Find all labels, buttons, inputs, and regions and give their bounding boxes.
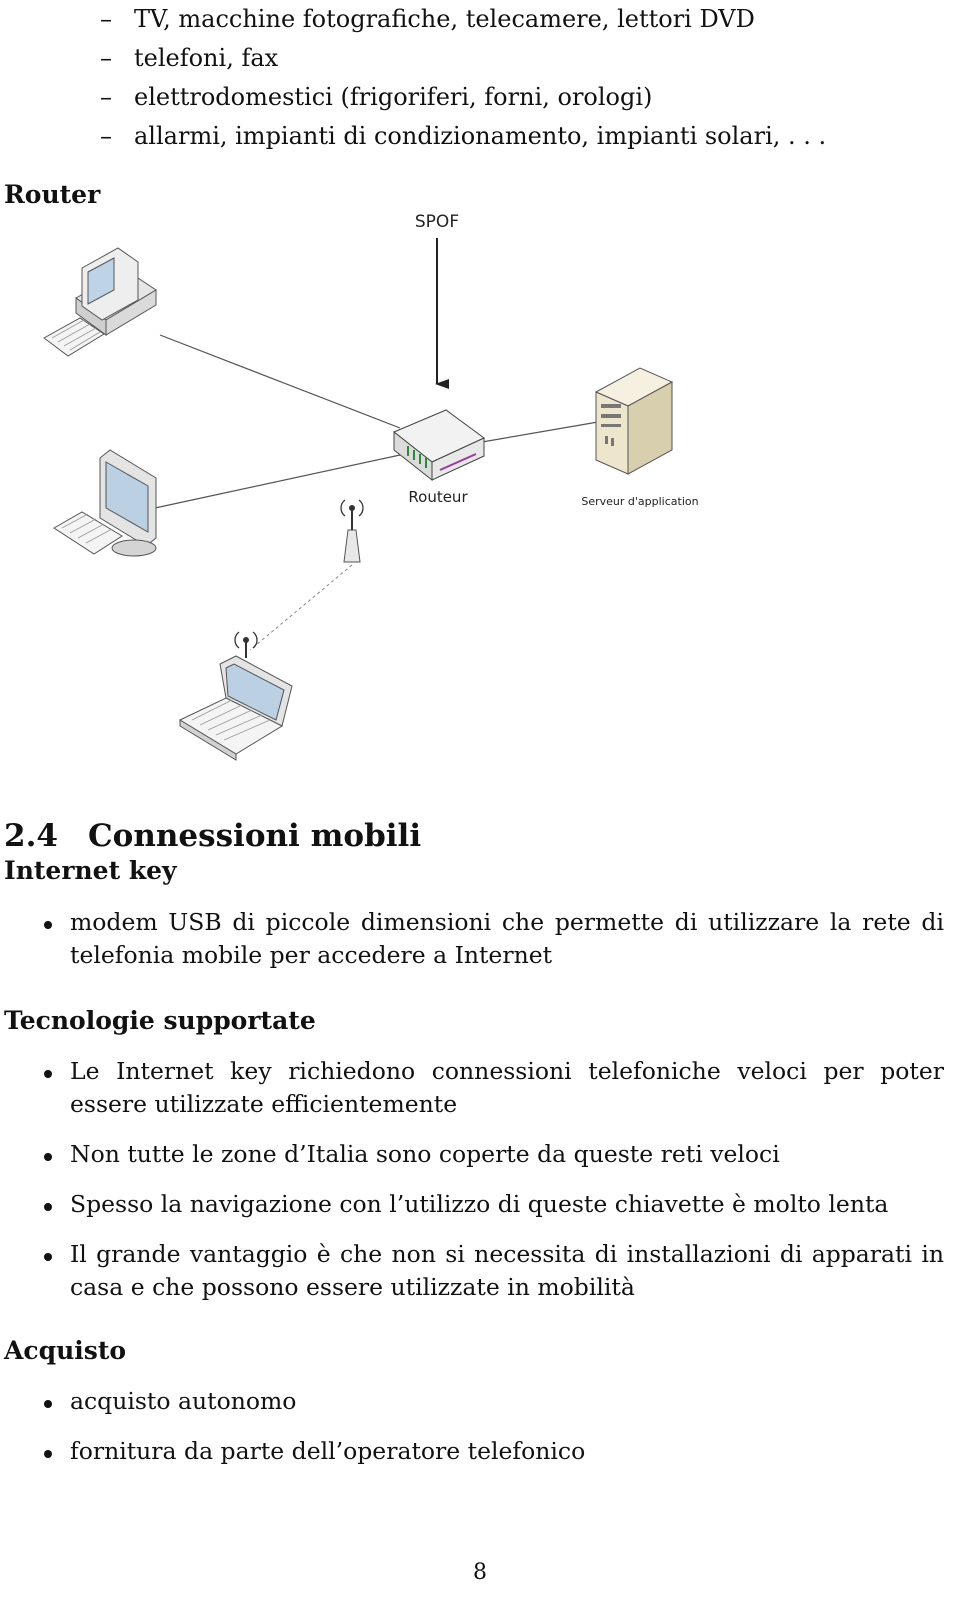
router-heading: Router xyxy=(4,180,101,209)
bullet-item: Non tutte le zone d’Italia sono coperte … xyxy=(44,1138,944,1171)
bullet-dot-icon xyxy=(44,1203,52,1211)
bullet-item: acquisto autonomo xyxy=(44,1385,944,1418)
dash-list-item: –telefoni, fax xyxy=(100,44,279,72)
server-label: Serveur d'application xyxy=(581,495,698,508)
bullet-item: Spesso la navigazione con l’utilizzo di … xyxy=(44,1188,944,1221)
server-tower-icon xyxy=(594,367,674,475)
router-icon xyxy=(393,409,485,482)
internet-key-bullets: modem USB di piccole dimensioni che perm… xyxy=(44,906,944,972)
wireless-link-line xyxy=(249,564,353,651)
bullet-dot-icon xyxy=(44,1400,52,1408)
network-diagram: SPOF Routeur xyxy=(43,212,699,761)
page-number: 8 xyxy=(473,1560,487,1585)
bullet-item: Le Internet key richiedono connessioni t… xyxy=(44,1055,944,1121)
bullet-dot-icon xyxy=(44,1070,52,1078)
dash-list-item: –TV, macchine fotografiche, telecamere, … xyxy=(100,5,755,33)
bullet-dot-icon xyxy=(44,1450,52,1458)
wifi-antenna-icon xyxy=(340,499,364,563)
bullet-item: fornitura da parte dell’operatore telefo… xyxy=(44,1435,944,1468)
technologies-bullets: Le Internet key richiedono connessioni t… xyxy=(44,1055,944,1304)
device-dash-list: –TV, macchine fotografiche, telecamere, … xyxy=(100,0,826,156)
technologies-heading: Tecnologie supportate xyxy=(4,1006,316,1035)
bullet-item: modem USB di piccole dimensioni che perm… xyxy=(44,906,944,972)
desktop-computer-icon xyxy=(43,247,157,357)
internet-key-heading: Internet key xyxy=(4,856,177,885)
link-line xyxy=(154,454,401,509)
dash-list-item: –allarmi, impianti di condizionamento, i… xyxy=(100,122,827,150)
bullet-dot-icon xyxy=(44,1153,52,1161)
bullet-dot-icon xyxy=(44,1253,52,1261)
section-title-text: Connessioni mobili xyxy=(88,818,422,854)
purchase-heading: Acquisto xyxy=(4,1336,127,1365)
section-title: 2.4 Connessioni mobili xyxy=(4,818,421,854)
spof-label: SPOF xyxy=(415,212,459,232)
bullet-dot-icon xyxy=(44,921,52,929)
purchase-bullets: acquisto autonomo fornitura da parte del… xyxy=(44,1385,944,1468)
bullet-item: Il grande vantaggio è che non si necessi… xyxy=(44,1238,944,1304)
dash-list-item: –elettrodomestici (frigoriferi, forni, o… xyxy=(100,83,653,111)
monitor-keyboard-icon xyxy=(53,449,157,557)
section-number: 2.4 xyxy=(4,818,58,854)
link-line xyxy=(481,421,599,443)
link-line xyxy=(159,334,401,429)
laptop-icon xyxy=(178,631,293,761)
router-label: Routeur xyxy=(408,488,468,506)
